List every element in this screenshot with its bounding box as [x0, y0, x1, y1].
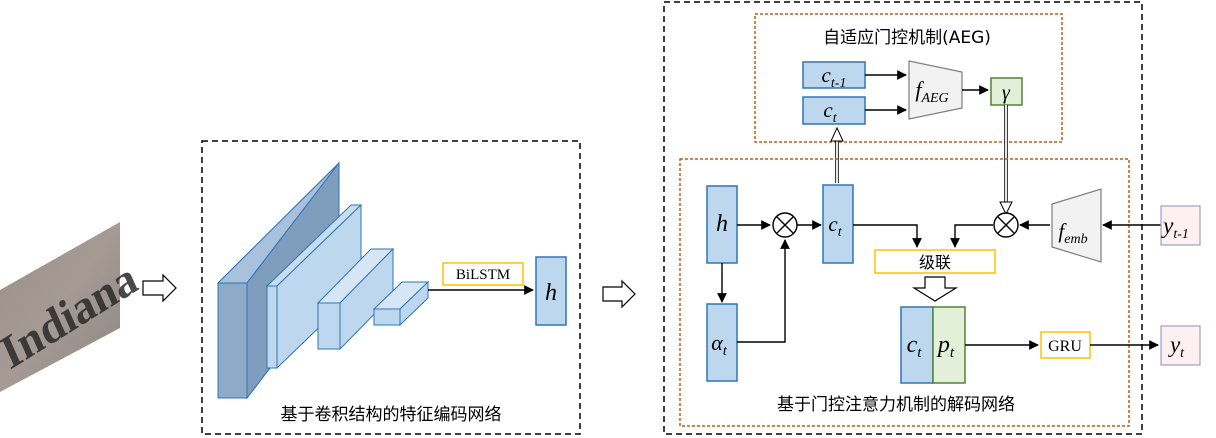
bilstm-box: [442, 262, 524, 286]
concat-box: [874, 249, 996, 274]
encoder-dashed-border: [201, 140, 581, 435]
y-prev-label: yt-1: [1161, 213, 1189, 242]
decoder-border: [679, 158, 1130, 427]
decoder-outer-border: [663, 1, 1143, 435]
aeg-c-cur-label: ct: [823, 98, 837, 126]
decoder-module: h αt ct 级联: [679, 158, 1161, 427]
aeg-title: 自适应门控机制(AEG): [823, 28, 991, 48]
f-emb-block: [1051, 188, 1102, 263]
aeg-c-prev-box: [802, 61, 866, 89]
encoder-module: BiLSTM h 基于卷积结构的特征编码网络: [201, 140, 581, 435]
gamma-label: γ: [1002, 82, 1011, 104]
aeg-connectors: [830, 105, 1013, 216]
cnn-block-4: [372, 280, 430, 327]
aeg-c-cur-box: [802, 96, 866, 125]
hollow-arrow-icon: [142, 273, 177, 303]
concat-label: 级联: [919, 253, 951, 272]
decoder-ct-block: [822, 184, 854, 264]
hollow-down-arrow-icon: [911, 276, 959, 302]
y-out-label: yt: [1168, 332, 1185, 361]
cnn-block-2: [265, 203, 363, 370]
y-out-box: [1160, 325, 1201, 366]
decoder-h-block: [706, 185, 738, 264]
encoder-output-h-label: h: [545, 280, 557, 306]
aeg-c-prev-label: ct-1: [822, 63, 847, 91]
decoder-caption: 基于门控注意力机制的解码网络: [777, 395, 1015, 415]
gru-box: [1040, 331, 1091, 359]
gru-label: GRU: [1048, 338, 1082, 355]
ct-pt-p-part: [932, 306, 966, 384]
hollow-arrow-icon: [602, 279, 636, 309]
bilstm-label: BiLSTM: [456, 267, 510, 283]
alpha-block: [706, 303, 738, 382]
aeg-border: [754, 13, 1063, 143]
input-word-image: Indiana: [0, 222, 144, 392]
encoder-caption: 基于卷积结构的特征编码网络: [281, 405, 502, 425]
alpha-label: αt: [711, 330, 728, 359]
ct-pt-c-part: [900, 306, 934, 384]
decoder-h-label: h: [716, 211, 728, 237]
f-aeg-block: [908, 60, 963, 120]
cnn-block-3: [316, 247, 395, 351]
gamma-box: [990, 77, 1023, 106]
f-aeg-label: fAEG: [915, 77, 948, 106]
ct-pt-c-label: ct: [907, 332, 923, 361]
aeg-module: 自适应门控机制(AEG) ct-1 ct fAEG γ: [754, 13, 1063, 143]
ct-pt-p-label: pt: [936, 332, 955, 361]
decoder-ct-label: ct: [828, 212, 842, 240]
f-emb-label: femb: [1058, 219, 1087, 247]
multiply-icon: [772, 212, 798, 238]
multiply-icon: [993, 212, 1019, 238]
encoder-output-h: [535, 256, 567, 326]
y-prev-box: [1160, 205, 1201, 246]
